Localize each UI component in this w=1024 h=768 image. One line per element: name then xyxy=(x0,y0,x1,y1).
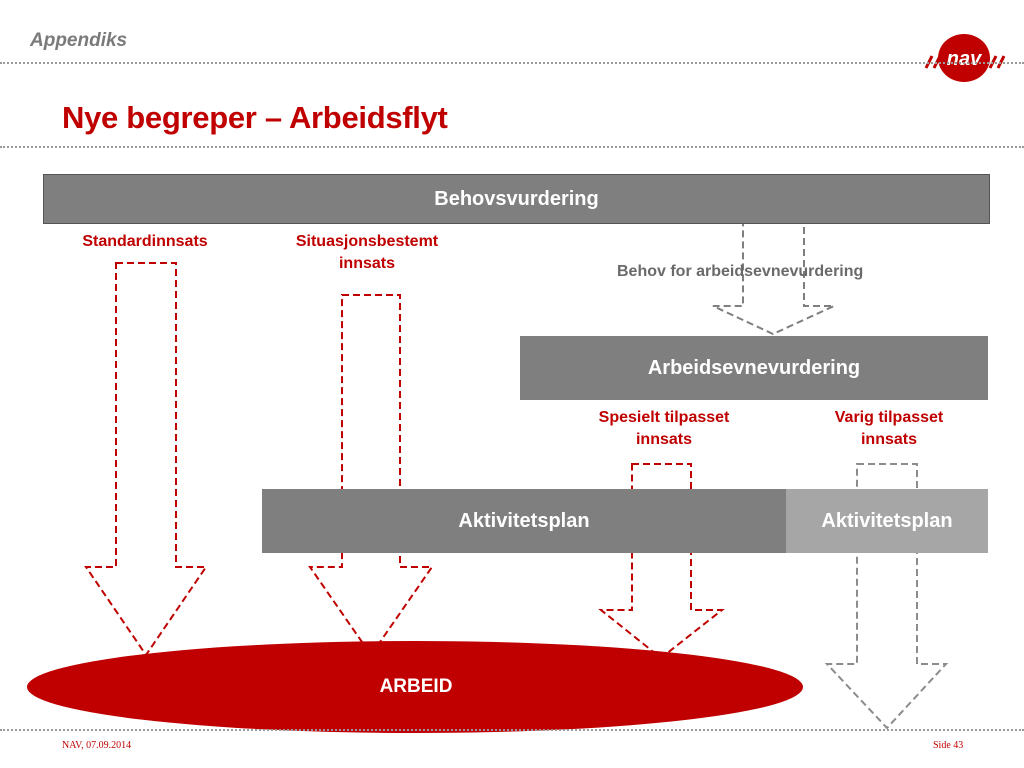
nav-logo: nav xyxy=(920,26,1010,86)
situasjonsbestemt-arrow xyxy=(308,294,434,657)
aktivitetsplan-label-1: Aktivitetsplan xyxy=(458,509,590,532)
page-title: Nye begreper – Arbeidsflyt xyxy=(62,100,448,135)
behovsvurdering-label: Behovsvurdering xyxy=(434,187,599,210)
aktivitetsplan-bar-2: Aktivitetsplan xyxy=(786,489,988,553)
section-label: Appendiks xyxy=(30,30,128,51)
aktivitetsplan-label-2: Aktivitetsplan xyxy=(821,509,953,532)
footer-page-number: Side 43 xyxy=(933,740,964,751)
behovsvurdering-bar: Behovsvurdering xyxy=(43,174,990,224)
varig-label: Varig tilpasset innsats xyxy=(834,409,944,448)
arbeidsevnevurdering-label: Arbeidsevnevurdering xyxy=(647,356,861,379)
behov-label: Behov for arbeidsevnevurdering xyxy=(617,263,864,280)
behov-arrow xyxy=(712,221,835,336)
spesielt-label: Spesielt tilpasset innsats xyxy=(598,409,730,448)
title-divider xyxy=(0,146,1024,148)
arbeid-label: ARBEID xyxy=(379,676,453,697)
logo-text: nav xyxy=(947,48,983,70)
situasjonsbestemt-label: Situasjonsbestemt innsats xyxy=(295,233,439,272)
arbeid-ellipse xyxy=(27,641,803,733)
footer-divider xyxy=(0,729,1024,731)
standardinnsats-label: Standardinnsats xyxy=(82,233,208,250)
header-divider xyxy=(0,62,1024,64)
arbeidsevnevurdering-bar: Arbeidsevnevurdering xyxy=(520,336,988,400)
aktivitetsplan-bar-1: Aktivitetsplan xyxy=(262,489,786,553)
standardinnsats-arrow xyxy=(84,262,208,657)
footer-date: NAV, 07.09.2014 xyxy=(62,740,132,751)
spesielt-arrow xyxy=(598,463,725,660)
